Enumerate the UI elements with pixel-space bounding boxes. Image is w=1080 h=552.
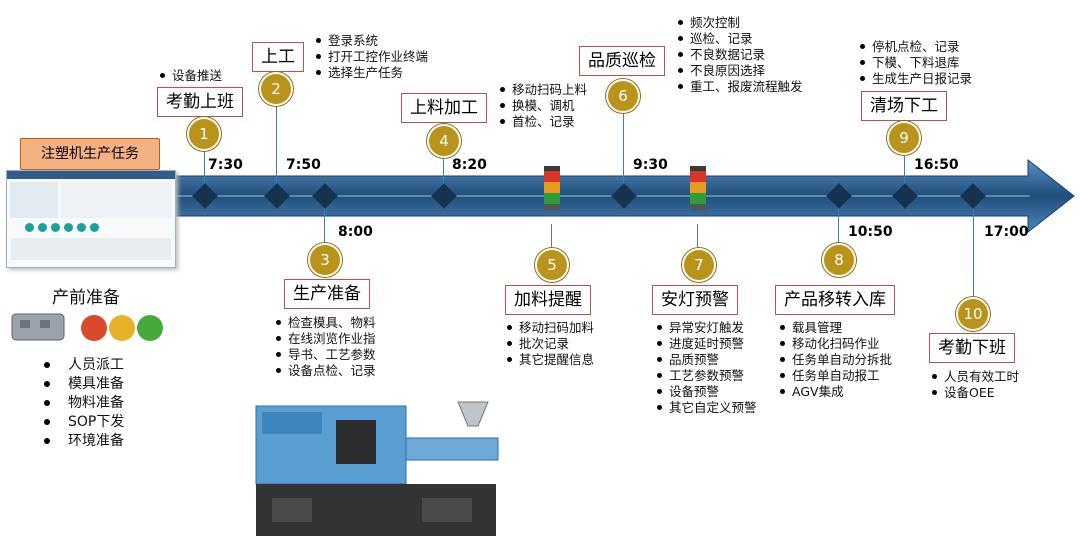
step-3-number: 3: [308, 243, 342, 277]
step-10-list: 人员有效工时 设备OEE: [930, 369, 1019, 401]
connector-6: [623, 108, 624, 196]
step-2-item: 打开工控作业终端: [314, 49, 428, 65]
task-title: 注塑机生产任务: [20, 138, 160, 170]
step-10-item: 人员有效工时: [930, 369, 1019, 385]
connector-10: [973, 196, 974, 296]
step-1-title: 考勤上班: [157, 87, 243, 117]
step-4-list: 移动扫码上料 换模、调机 首检、记录: [498, 82, 587, 130]
step-5-item: 其它提醒信息: [505, 352, 594, 368]
step-8-item: 任务单自动分拆批: [778, 352, 892, 368]
terminal-screenshot: [6, 170, 176, 268]
andon-light-icon: [544, 166, 560, 210]
step-8-title: 产品移转入库: [775, 285, 895, 315]
andon-pole: [697, 224, 698, 248]
step-3-item: 在线浏览作业指: [274, 331, 376, 347]
step-8-item: AGV集成: [778, 384, 892, 400]
step-5-number: 5: [535, 248, 569, 282]
step-6-time: 9:30: [633, 157, 668, 173]
injection-molding-machine-icon: [255, 401, 499, 536]
step-3-time: 8:00: [338, 224, 373, 240]
step-10-title: 考勤下班: [929, 333, 1015, 363]
step-10-number: 10: [956, 297, 990, 331]
step-5-title: 加料提醒: [505, 285, 591, 315]
step-6-item: 重工、报废流程触发: [676, 79, 803, 95]
step-4-item: 移动扫码上料: [498, 82, 587, 98]
step-4-title: 上料加工: [401, 93, 487, 123]
step-6-title: 品质巡检: [579, 46, 665, 76]
step-4-time: 8:20: [452, 157, 487, 173]
step-5-item: 批次记录: [505, 336, 594, 352]
step-7-item: 品质预警: [655, 352, 757, 368]
step-2-time: 7:50: [286, 157, 321, 173]
step-1-item: 设备推送: [158, 68, 222, 84]
step-1-number: 1: [187, 117, 221, 151]
step-8-number: 8: [822, 243, 856, 277]
andon-light-icon: [690, 166, 706, 210]
step-4-number: 4: [427, 124, 461, 158]
step-8-item: 载具管理: [778, 320, 892, 336]
step-6-item: 不良原因选择: [676, 63, 803, 79]
step-10-item: 设备OEE: [930, 385, 1019, 401]
step-6-list: 频次控制 巡检、记录 不良数据记录 不良原因选择 重工、报废流程触发: [676, 15, 803, 95]
step-7-item: 其它自定义预警: [655, 400, 757, 416]
step-8-list: 载具管理 移动化扫码作业 任务单自动分拆批 任务单自动报工 AGV集成: [778, 320, 892, 400]
step-3-list: 检查模具、物料 在线浏览作业指 导书、工艺参数 设备点检、记录: [274, 315, 376, 379]
step-7-number: 7: [682, 248, 716, 282]
prep-item: 人员派工: [40, 356, 128, 375]
step-7-item: 工艺参数预警: [655, 368, 757, 384]
prep-item: 物料准备: [40, 394, 128, 413]
step-6-item: 不良数据记录: [676, 47, 803, 63]
step-7-list: 异常安灯触发 进度延时预警 品质预警 工艺参数预警 设备预警 其它自定义预警: [655, 320, 757, 416]
prep-item: 环境准备: [40, 432, 128, 451]
step-5-item: 移动扫码加料: [505, 320, 594, 336]
step-4-item: 换模、调机: [498, 98, 587, 114]
step-9-item: 下模、下料退库: [858, 55, 972, 71]
step-6-number: 6: [606, 79, 640, 113]
prep-title: 产前准备: [52, 288, 120, 308]
step-7-item: 进度延时预警: [655, 336, 757, 352]
step-9-title: 清场下工: [861, 91, 947, 121]
step-8-item: 移动化扫码作业: [778, 336, 892, 352]
step-9-time: 16:50: [914, 157, 959, 173]
step-3-title: 生产准备: [284, 279, 370, 309]
step-3-item: 设备点检、记录: [274, 363, 376, 379]
connector-9: [904, 148, 905, 196]
step-8-time: 10:50: [848, 224, 893, 240]
step-1-list: 设备推送: [158, 68, 222, 84]
step-9-list: 停机点检、记录 下模、下料退库 生成生产日报记录: [858, 39, 972, 87]
andon-pole: [551, 224, 552, 248]
step-4-item: 首检、记录: [498, 114, 587, 130]
step-7-title: 安灯预警: [652, 285, 738, 315]
prep-item: 模具准备: [40, 375, 128, 394]
step-2-item: 选择生产任务: [314, 65, 428, 81]
connector-2: [276, 100, 277, 196]
step-2-number: 2: [259, 72, 293, 106]
step-6-item: 巡检、记录: [676, 31, 803, 47]
connector-1: [204, 148, 205, 196]
step-9-item: 生成生产日报记录: [858, 71, 972, 87]
step-9-item: 停机点检、记录: [858, 39, 972, 55]
mold-parts-icon: [11, 313, 163, 341]
step-5-list: 移动扫码加料 批次记录 其它提醒信息: [505, 320, 594, 368]
step-7-item: 设备预警: [655, 384, 757, 400]
step-7-item: 异常安灯触发: [655, 320, 757, 336]
step-3-item: 导书、工艺参数: [274, 347, 376, 363]
step-2-list: 登录系统 打开工控作业终端 选择生产任务: [314, 33, 428, 81]
connector-8: [838, 196, 839, 246]
step-2-title: 上工: [252, 42, 304, 72]
step-6-item: 频次控制: [676, 15, 803, 31]
prep-list: 人员派工 模具准备 物料准备 SOP下发 环境准备: [40, 356, 128, 451]
step-2-item: 登录系统: [314, 33, 428, 49]
step-10-time: 17:00: [984, 224, 1029, 240]
connector-4: [443, 150, 444, 196]
prep-item: SOP下发: [40, 413, 128, 432]
step-8-item: 任务单自动报工: [778, 368, 892, 384]
step-1-time: 7:30: [208, 157, 243, 173]
step-3-item: 检查模具、物料: [274, 315, 376, 331]
step-9-number: 9: [887, 121, 921, 155]
connector-3: [324, 196, 325, 246]
